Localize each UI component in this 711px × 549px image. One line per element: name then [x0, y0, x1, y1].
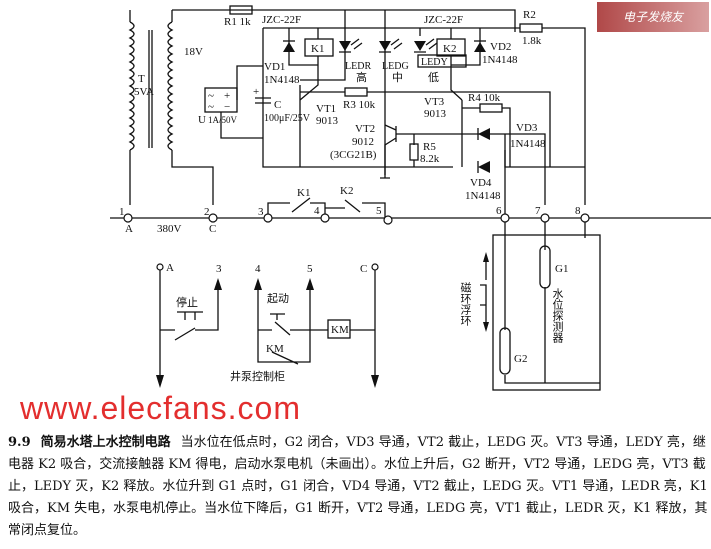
led-icons — [339, 38, 438, 53]
r2-name: R2 — [523, 9, 536, 21]
g2-label: G2 — [514, 353, 527, 365]
caption: 9.9 简易水塔上水控制电路当水位在低点时，G2 闭合，VD3 导通，VT2 截止… — [8, 432, 708, 542]
bridge-rating: 1A/50V — [208, 115, 238, 125]
terminal-7: 7 — [535, 205, 541, 217]
led-y-label: LEDY — [421, 57, 448, 68]
led-y-level: 低 — [428, 71, 439, 84]
schematic: T 5VA 18V R1 1k R2 1.8k JZC-22F JZC-22F … — [110, 5, 711, 391]
transformer-label: T — [138, 73, 145, 85]
bridge-ac2: ~ — [208, 101, 214, 113]
g1-label: G1 — [555, 263, 568, 275]
phase-c: C — [209, 223, 216, 235]
secondary-voltage: 18V — [184, 46, 203, 58]
relay1-model: JZC-22F — [262, 14, 301, 26]
ctrl-a: A — [166, 262, 174, 274]
r1-label: R1 1k — [224, 16, 251, 28]
vt1-part: 9013 — [316, 115, 339, 127]
led-g-label: LEDG — [382, 61, 409, 72]
diode-icon — [283, 42, 295, 52]
cap-value: 100μF/25V — [264, 113, 311, 124]
vt2-name: VT2 — [355, 123, 375, 135]
bridge-name: U — [198, 114, 206, 126]
transformer-rating: 5VA — [134, 86, 154, 98]
relay-k1-coil — [304, 38, 334, 57]
r2-value: 1.8k — [522, 35, 542, 47]
vd2-part: 1N4148 — [482, 54, 518, 66]
caption-title: 简易水塔上水控制电路 — [40, 435, 171, 450]
ledy-box — [417, 54, 467, 68]
caption-body: 当水位在低点时，G2 闭合，VD3 导通，VT2 截止，LEDG 灭。VT3 导… — [8, 435, 708, 538]
terminal-3: 3 — [258, 206, 264, 218]
terminal-2: 2 — [204, 206, 210, 218]
cabinet-label: 井泵控制柜 — [230, 369, 285, 383]
vd3-diode-icon — [478, 128, 490, 140]
vd1-name: VD1 — [264, 61, 285, 73]
diode-icon — [474, 42, 486, 52]
r3-label: R3 10k — [343, 99, 376, 111]
ctrl-3: 3 — [216, 263, 222, 275]
vt3-name: VT3 — [424, 96, 445, 108]
r5-value: 8.2k — [420, 153, 440, 165]
watermark: www.elecfans.com — [20, 390, 301, 426]
terminal-1: 1 — [119, 206, 125, 218]
led-r-level: 高 — [356, 70, 367, 84]
detector-label: 水位探测器 — [551, 288, 564, 344]
vd4-name: VD4 — [470, 177, 492, 189]
relay-k2-label: K2 — [443, 43, 456, 55]
vd4-diode-icon — [478, 161, 490, 173]
r4-resistor — [479, 103, 503, 113]
site-logo: 电子发烧友 elecfans.com — [597, 2, 709, 54]
cap-name: C — [274, 99, 281, 111]
led-r-label: LEDR — [345, 61, 371, 72]
vd3-name: VD3 — [516, 122, 538, 134]
vd4-part: 1N4148 — [465, 190, 501, 202]
relay2-model: JZC-22F — [424, 14, 463, 26]
r2-resistor — [519, 23, 543, 33]
bridge-minus: − — [224, 101, 230, 113]
ctrl-c: C — [360, 263, 367, 275]
bridge-ac1: ~ — [208, 90, 214, 102]
km-coil-label: KM — [331, 324, 349, 336]
k2-contact-label: K2 — [340, 185, 353, 197]
vd3-part: 1N4148 — [510, 138, 546, 150]
vt3-part: 9013 — [424, 108, 447, 120]
cap-polarity: + — [253, 86, 259, 98]
r3-resistor — [344, 87, 368, 97]
ground-icon — [380, 167, 390, 179]
terminals — [123, 213, 590, 225]
transformer: T 5VA 18V — [128, 9, 330, 205]
control-cabinet: A 3 停止 KM 4 5 C 起动 KM 井泵控制柜 — [156, 262, 379, 388]
phase-a: A — [125, 223, 133, 235]
r1-resistor — [229, 5, 253, 15]
bridge-plus: + — [224, 90, 230, 102]
vt2-part: 9012 — [352, 136, 374, 148]
r4-label: R4 10k — [468, 92, 501, 104]
vd2-name: VD2 — [490, 41, 511, 53]
voltage-label: 380V — [157, 223, 182, 235]
r5-name: R5 — [423, 141, 436, 153]
water-level-detector: G1 G2 — [480, 222, 601, 391]
vt2-alt: (3CG21B) — [330, 149, 377, 161]
vt1-name: VT1 — [316, 103, 336, 115]
k1-contact-label: K1 — [297, 187, 310, 199]
terminal-8: 8 — [575, 205, 581, 217]
terminal-6: 6 — [496, 205, 502, 217]
float-label: 磁环浮环 — [459, 282, 472, 326]
terminal-5: 5 — [376, 205, 382, 217]
ctrl-4: 4 — [255, 263, 261, 275]
km-contact-label: KM — [266, 343, 284, 355]
led-g-level: 中 — [392, 71, 403, 84]
start-button-label: 起动 — [267, 292, 289, 305]
r5-resistor — [409, 143, 419, 161]
ctrl-5: 5 — [307, 263, 313, 275]
caption-number: 9.9 — [8, 435, 31, 450]
stop-button-label: 停止 — [176, 295, 198, 309]
terminal-4: 4 — [314, 205, 320, 217]
relay-k1-label: K1 — [311, 43, 324, 55]
vd1-part: 1N4148 — [264, 74, 300, 86]
